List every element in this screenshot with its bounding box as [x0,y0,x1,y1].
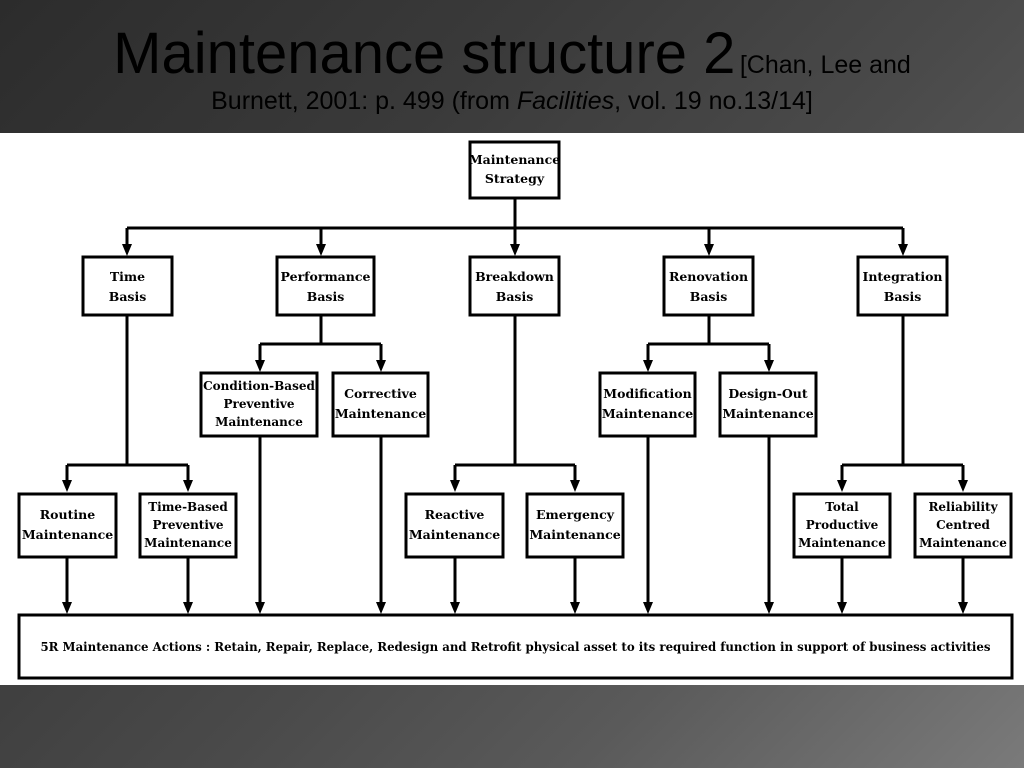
node-label: Basis [496,289,534,304]
node-label: Maintenance [469,152,560,167]
node-reliability-centred-maintenance: Reliability Centred Maintenance [913,492,1013,559]
node-label: Maintenance [798,536,886,550]
title-citation: [Chan, Lee and [740,51,911,79]
node-breakdown-basis: Breakdown Basis [468,255,561,317]
title-cite-line2-pre: Burnett, 2001: p. 499 (from [211,86,517,115]
node-label: Basis [109,289,147,304]
node-total-productive-maintenance: Total Productive Maintenance [792,492,892,559]
node-label: Total [825,500,859,514]
node-time-basis: Time Basis [81,255,174,317]
diagram-panel: Maintenance Strategy Time Basis Performa… [0,133,1024,685]
slide-title: Maintenance structure 2 [Chan, Lee and B… [0,22,1024,115]
title-cite-open: [Chan, Lee and [739,51,911,79]
node-label: Renovation [669,269,748,284]
node-design-out-maintenance: Design-Out Maintenance [718,371,818,438]
node-label: Integration [862,269,942,284]
node-5r-maintenance-actions: 5R Maintenance Actions : Retain, Repair,… [17,613,1014,680]
node-label: Condition-Based [203,379,315,393]
node-label: Centred [936,518,990,532]
node-label: Productive [806,518,879,532]
node-label: Time [110,269,145,284]
node-label: Maintenance [529,527,620,542]
node-performance-basis: Performance Basis [275,255,376,317]
node-label: Maintenance [144,536,232,550]
title-cite-line2-post: , vol. 19 no.13/14] [614,86,813,115]
node-label: Maintenance [22,527,113,542]
node-label: Maintenance [602,406,693,421]
node-label: Maintenance [722,406,813,421]
node-label: Preventive [152,518,223,532]
title-main: Maintenance structure 2 [113,21,736,86]
node-reactive-maintenance: Reactive Maintenance [404,492,505,559]
node-label: Time-Based [148,500,228,514]
node-label: Maintenance [919,536,1007,550]
arrowheads [62,244,968,614]
node-label: Maintenance [335,406,426,421]
node-label: Emergency [536,507,615,522]
node-condition-based-preventive: Condition-Based Preventive Maintenance [199,371,319,438]
title-cite-italic: Facilities [516,86,615,115]
title-citation-line2: Burnett, 2001: p. 499 (from Facilities, … [0,86,1024,116]
node-label: Basis [884,289,922,304]
node-modification-maintenance: Modification Maintenance [598,371,697,438]
node-label: Performance [281,269,371,284]
node-label: Preventive [223,397,294,411]
node-label: Breakdown [475,269,554,284]
node-label: Design-Out [728,386,808,401]
node-integration-basis: Integration Basis [856,255,949,317]
node-label: Reliability [928,500,998,514]
node-label: Corrective [344,386,417,401]
node-emergency-maintenance: Emergency Maintenance [525,492,625,559]
node-label: Maintenance [409,527,500,542]
node-time-based-preventive: Time-Based Preventive Maintenance [138,492,238,559]
node-label: Basis [690,289,728,304]
node-label: Basis [307,289,345,304]
node-renovation-basis: Renovation Basis [662,255,755,317]
node-label: Maintenance [215,415,303,429]
node-label: Routine [40,507,95,522]
node-label: Reactive [425,507,485,522]
node-label: Modification [603,386,691,401]
actions-label: 5R Maintenance Actions : Retain, Repair,… [41,639,991,654]
node-corrective-maintenance: Corrective Maintenance [331,371,430,438]
maintenance-diagram: Maintenance Strategy Time Basis Performa… [17,140,1014,680]
node-routine-maintenance: Routine Maintenance [17,492,118,559]
node-maintenance-strategy: Maintenance Strategy [468,140,561,200]
node-label: Strategy [485,171,545,186]
